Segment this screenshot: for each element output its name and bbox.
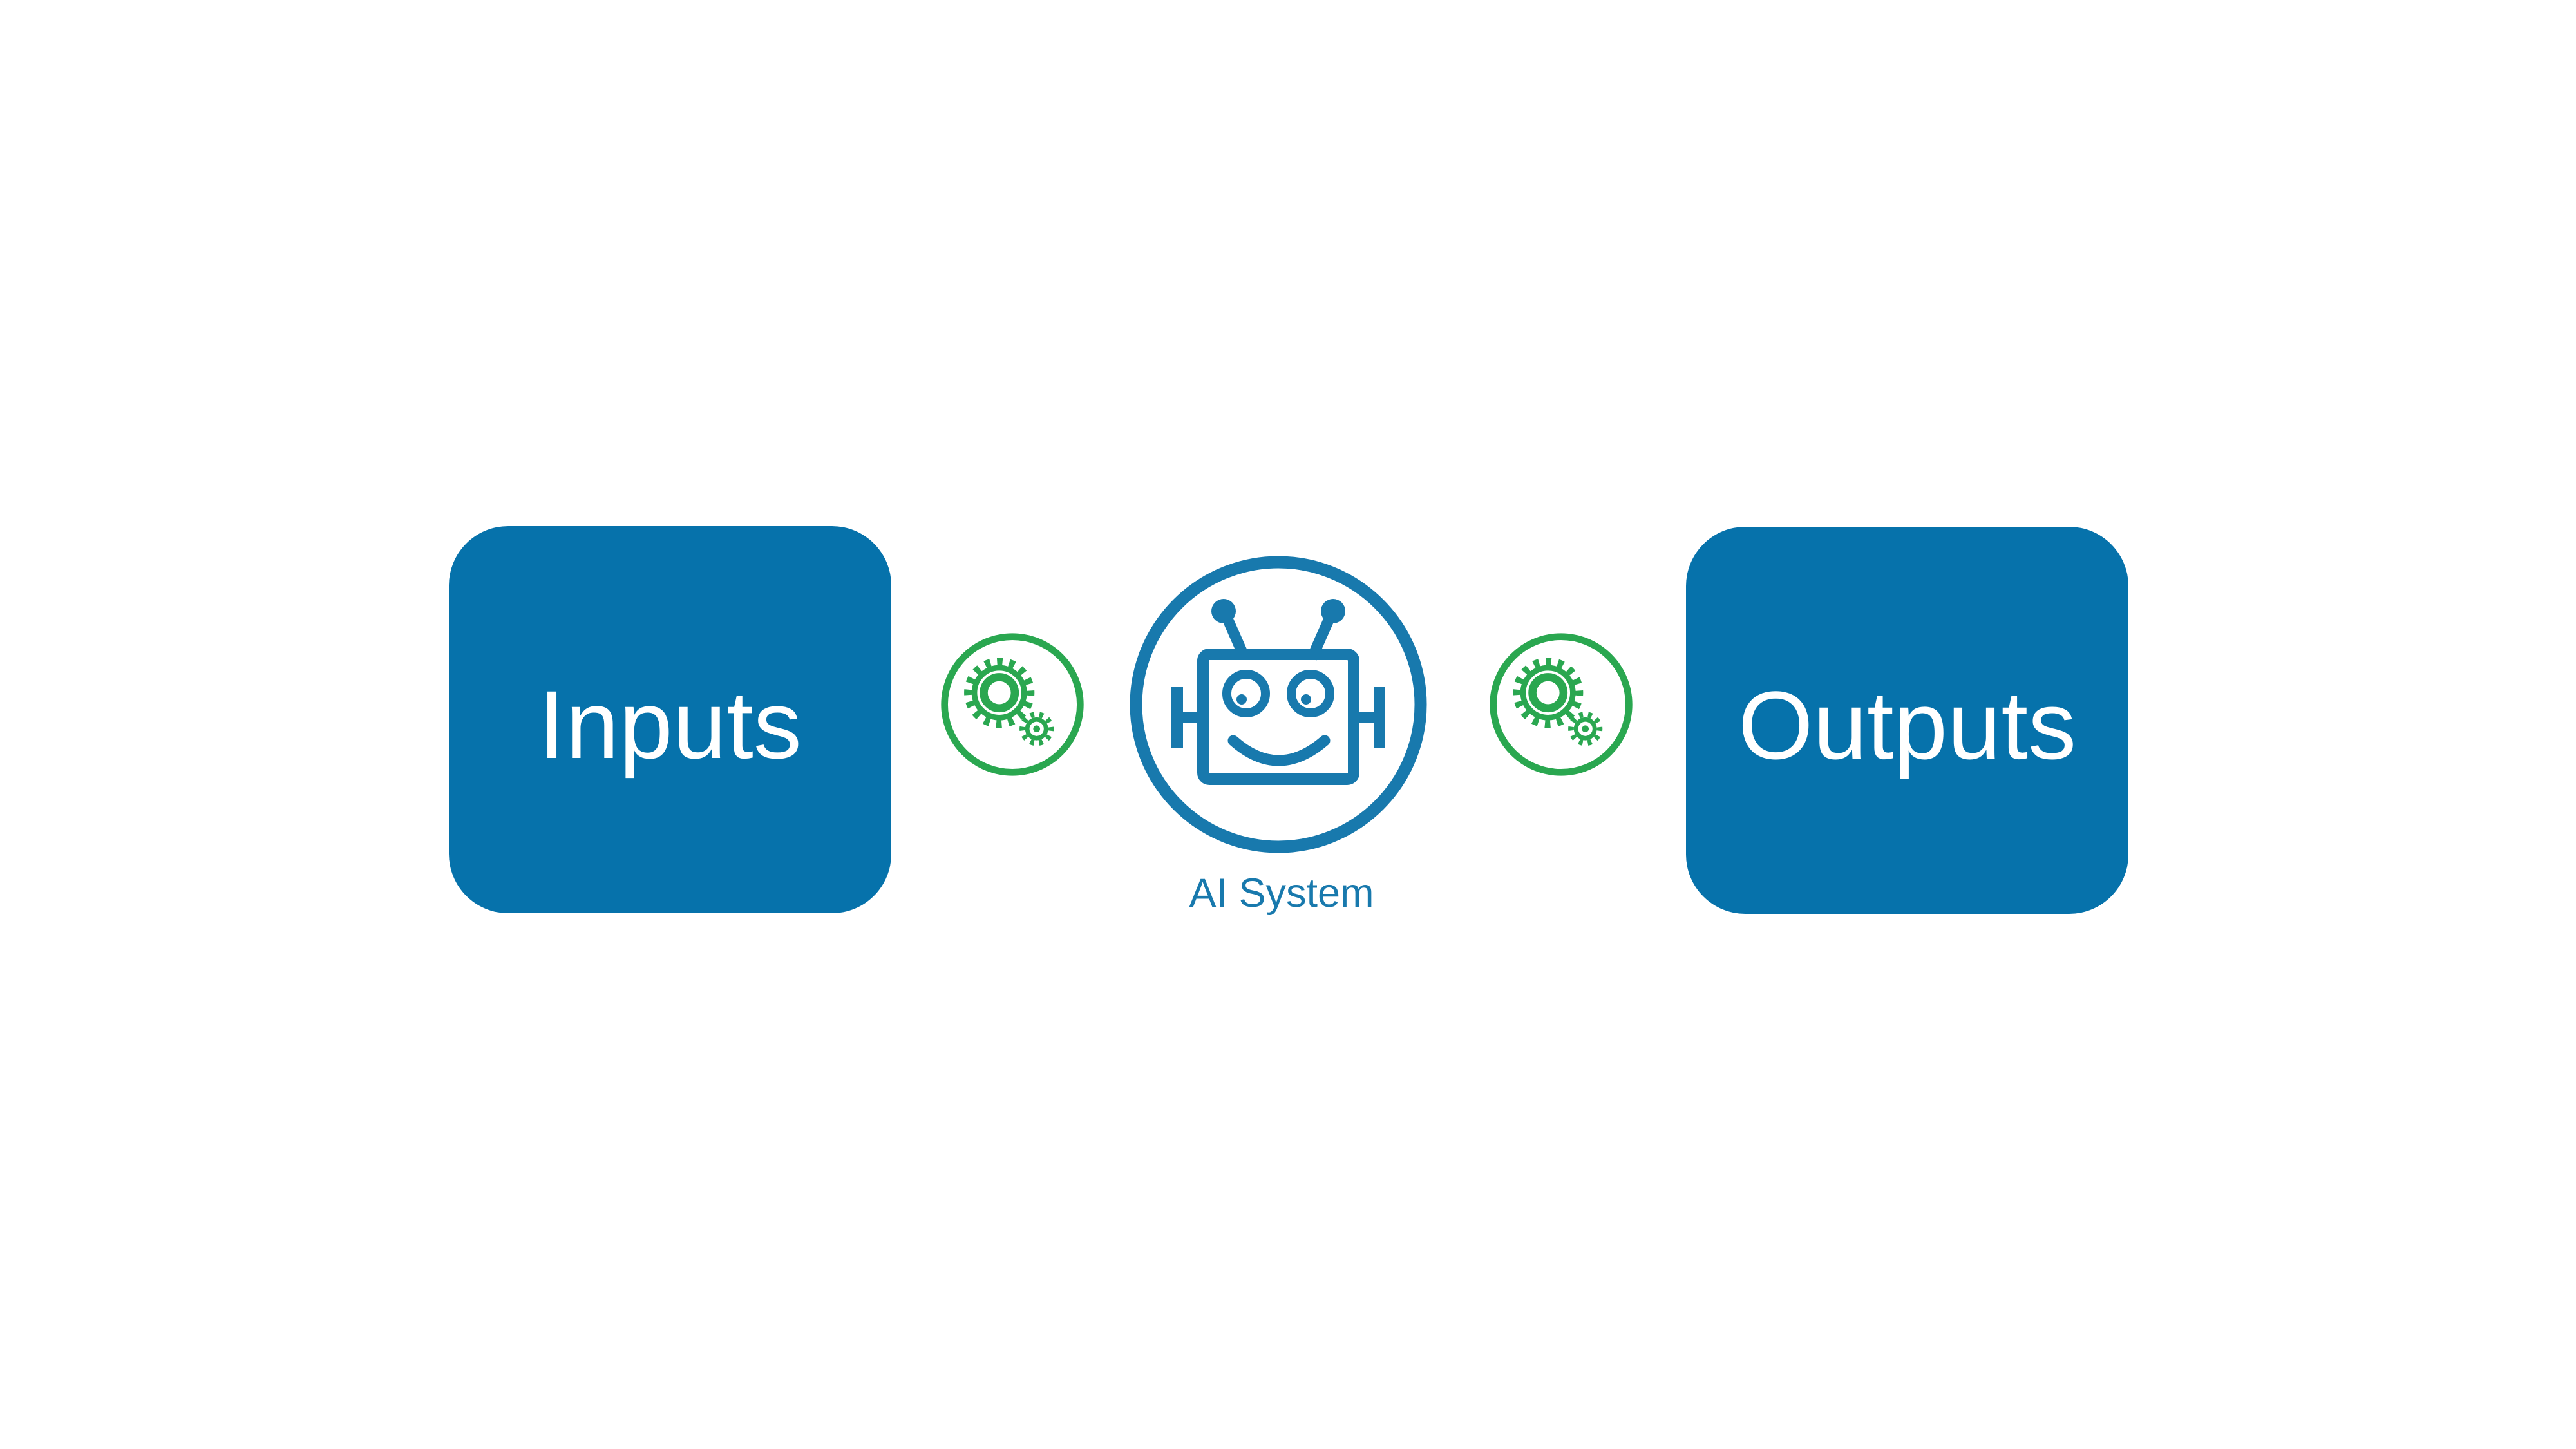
inputs-node: Inputs	[449, 526, 891, 913]
outputs-label: Outputs	[1738, 670, 2077, 779]
robot-face-icon	[1130, 556, 1427, 853]
gears-in-circle-icon	[941, 633, 1084, 776]
outputs-node: Outputs	[1686, 527, 2128, 914]
ai-system-node	[1124, 550, 1433, 859]
gears-icon	[1486, 630, 1636, 779]
ai-system-label: AI System	[1189, 871, 1374, 916]
gears-in-circle-icon	[1490, 633, 1633, 776]
inputs-label: Inputs	[538, 670, 802, 779]
gears-icon	[938, 630, 1087, 779]
